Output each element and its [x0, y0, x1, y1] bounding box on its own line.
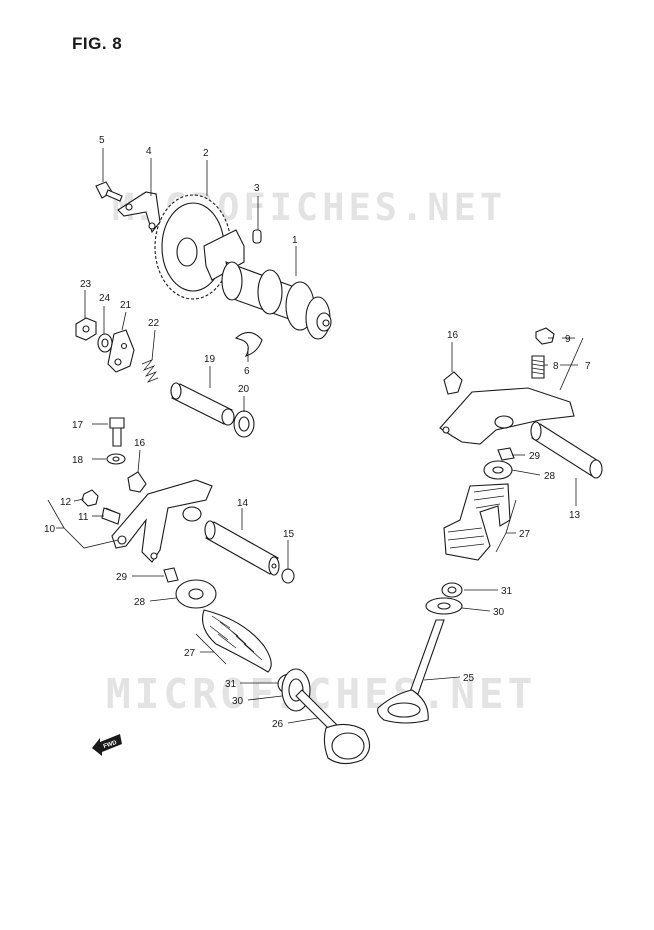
callout-29-left: 29 — [116, 572, 128, 583]
nut-23 — [75, 317, 97, 341]
callout-24: 24 — [99, 293, 111, 304]
spring-22 — [141, 359, 159, 383]
rocker-arm-right — [439, 387, 575, 445]
nut-9 — [535, 327, 555, 345]
oil-seal-20 — [233, 410, 255, 438]
fwd-label: FWD — [103, 740, 118, 750]
callout-22: 22 — [148, 318, 160, 329]
valve-spring-27-right — [443, 483, 511, 561]
callout-5: 5 — [99, 135, 105, 146]
adjuster-screw-11 — [101, 507, 121, 525]
callout-9: 9 — [565, 334, 571, 345]
callout-10: 10 — [44, 524, 56, 535]
o-ring-15 — [281, 568, 295, 584]
washer-18 — [106, 453, 126, 465]
fwd-arrow-icon: FWD — [92, 734, 122, 756]
shaft-19 — [170, 382, 235, 426]
callout-3: 3 — [254, 183, 260, 194]
cotter-29-left — [163, 567, 179, 583]
cotter-29-right — [497, 447, 515, 461]
clip-16-right — [443, 371, 463, 395]
callout-21: 21 — [120, 300, 132, 311]
callout-14: 14 — [237, 498, 249, 509]
callout-12: 12 — [60, 497, 72, 508]
leader-lines — [47, 148, 584, 724]
sprocket-pin — [252, 229, 262, 244]
callout-20: 20 — [238, 384, 250, 395]
callout-labels: 5 4 2 3 1 6 9 7 8 16 23 24 21 22 19 20 1… — [44, 135, 591, 730]
callout-23: 23 — [80, 279, 92, 290]
clip-16-left — [127, 471, 147, 493]
callout-30-right: 30 — [493, 607, 505, 618]
rocker-shaft-14 — [204, 520, 280, 576]
callout-29-right: 29 — [529, 451, 541, 462]
rocker-arm-left — [111, 479, 213, 563]
callout-4: 4 — [146, 146, 152, 157]
callout-8: 8 — [553, 361, 559, 372]
camshaft — [221, 261, 332, 340]
spring-seat-30-right — [425, 597, 463, 615]
callout-6: 6 — [244, 366, 250, 377]
circlip-6 — [234, 331, 263, 357]
callout-28-right: 28 — [544, 471, 556, 482]
nut-12 — [81, 489, 99, 507]
callout-27-left: 27 — [184, 648, 196, 659]
callout-16-left: 16 — [134, 438, 146, 449]
spring-retainer-28-left — [175, 579, 217, 609]
callout-11: 11 — [78, 512, 89, 523]
valve-26 — [295, 689, 371, 765]
lock-plate-4 — [117, 191, 161, 234]
lever-21 — [107, 329, 135, 373]
spring-retainer-28-right — [483, 460, 513, 480]
bolt-5 — [95, 181, 123, 202]
washer-24 — [97, 333, 113, 353]
callout-13: 13 — [569, 510, 581, 521]
valve-25 — [377, 619, 445, 724]
callout-1: 1 — [292, 235, 298, 246]
figure-title: FIG. 8 — [72, 34, 123, 53]
callout-2: 2 — [203, 148, 209, 159]
bolt-17 — [109, 417, 125, 447]
callout-28-left: 28 — [134, 597, 146, 608]
adjuster-screw-8 — [531, 355, 545, 379]
callout-30-left: 30 — [232, 696, 244, 707]
callout-18: 18 — [72, 455, 84, 466]
callout-26: 26 — [272, 719, 284, 730]
callout-17: 17 — [72, 420, 84, 431]
callout-15: 15 — [283, 529, 295, 540]
callout-19: 19 — [204, 354, 216, 365]
valve-spring-27-left — [201, 609, 272, 673]
callout-25: 25 — [463, 673, 475, 684]
callout-31-right: 31 — [501, 586, 513, 597]
callout-7: 7 — [585, 361, 591, 372]
callout-31-left: 31 — [225, 679, 237, 690]
rocker-shaft-13 — [530, 421, 603, 479]
callout-16-right: 16 — [447, 330, 459, 341]
spring-seat-31-right — [441, 582, 463, 598]
callout-27-right: 27 — [519, 529, 531, 540]
